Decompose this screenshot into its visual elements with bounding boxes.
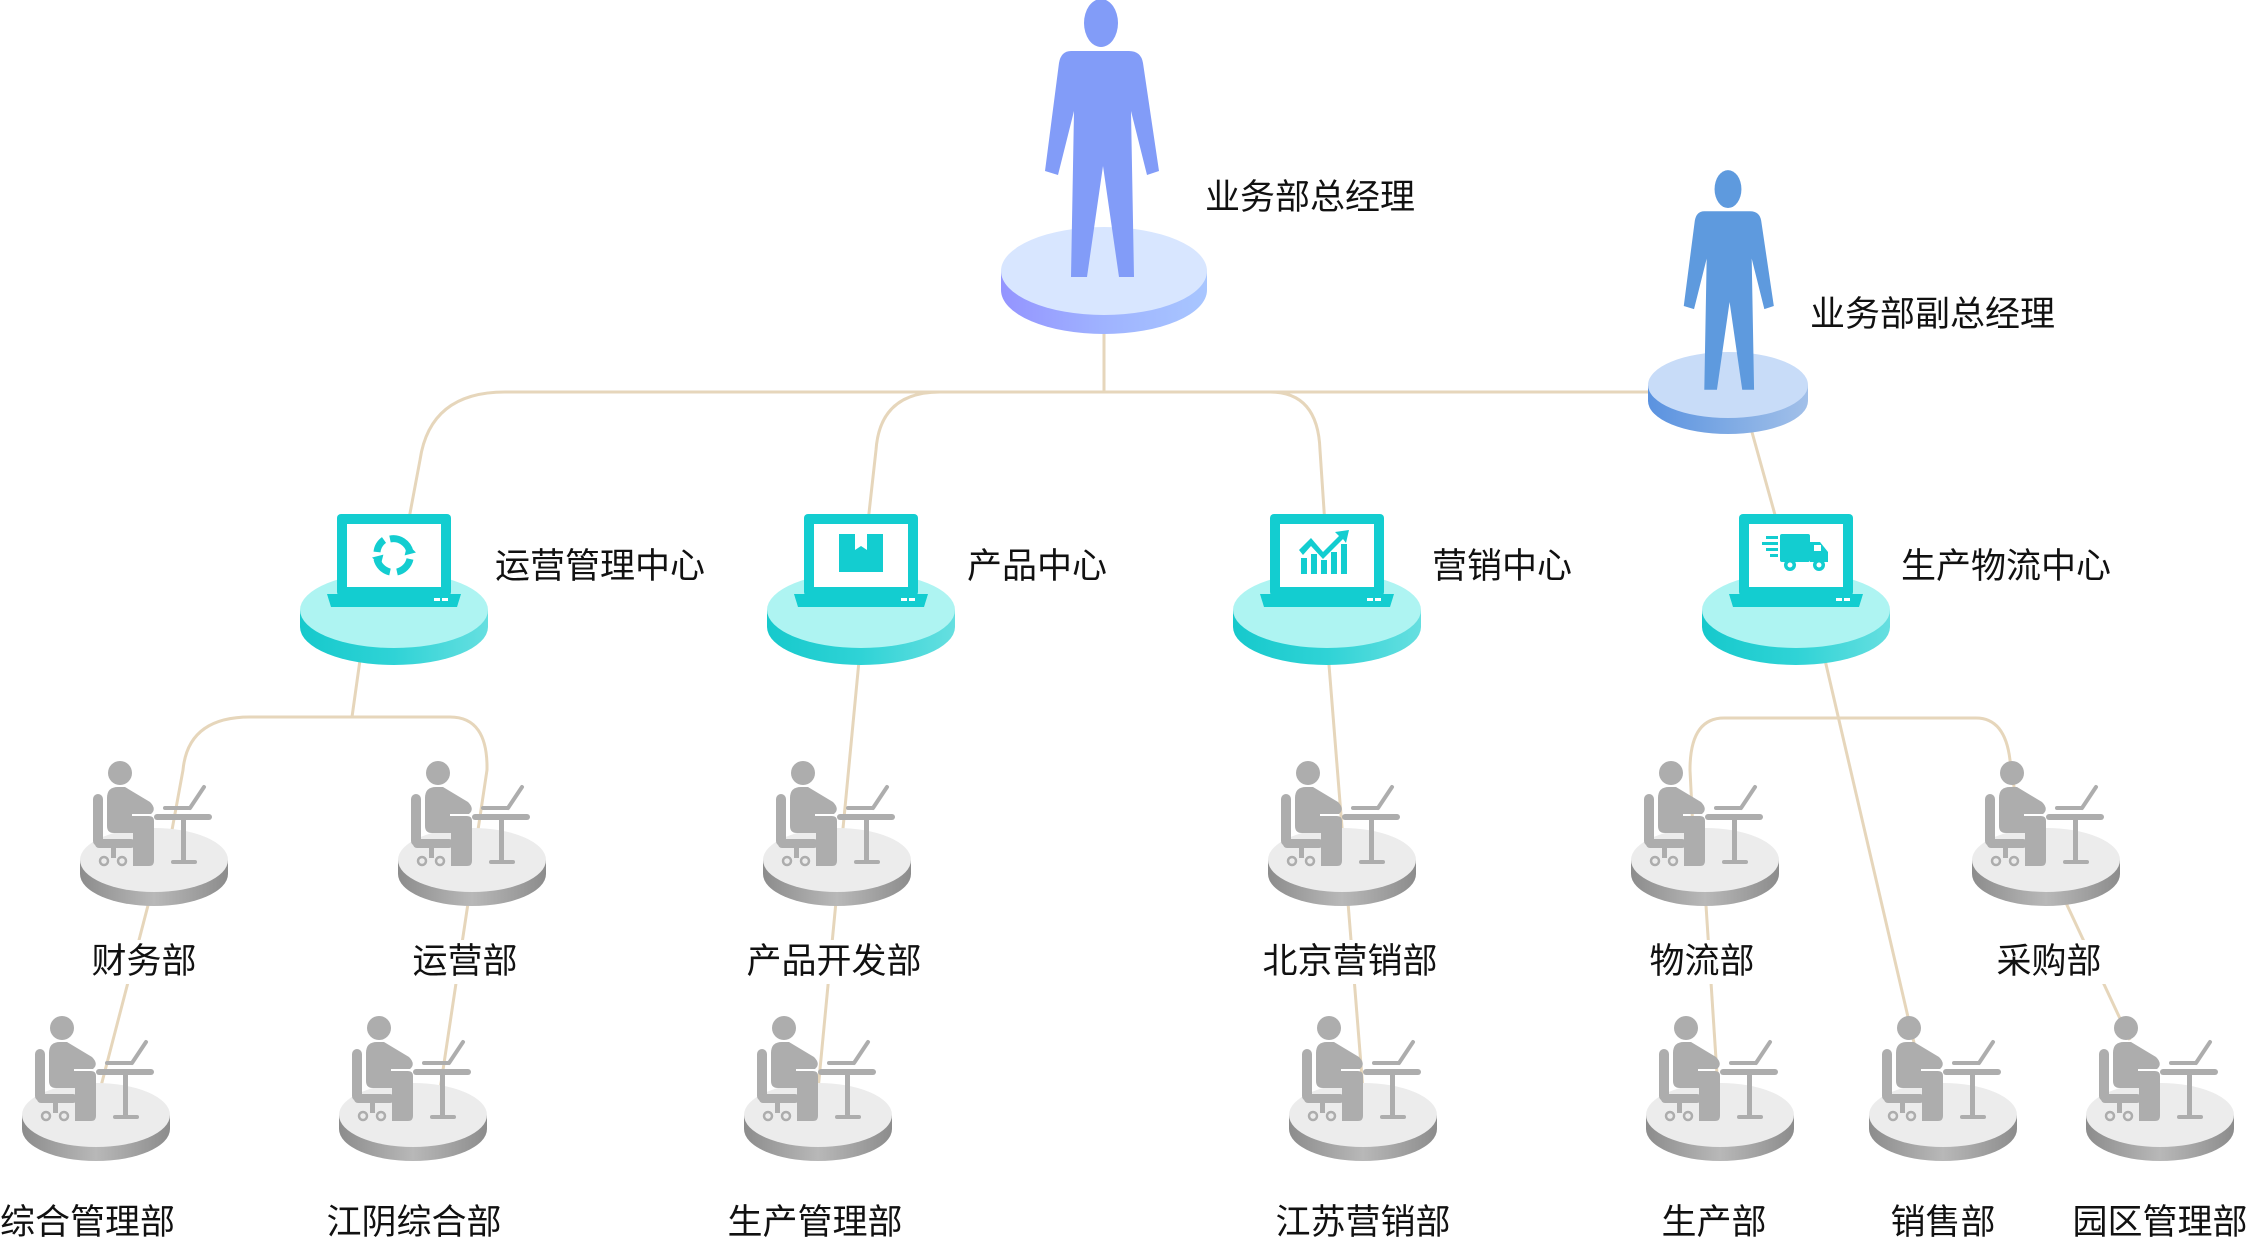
connector-logistics-to-sales bbox=[1823, 659, 1920, 1061]
desk-worker-icon bbox=[20, 1014, 172, 1163]
department-node-general-admin[interactable] bbox=[20, 1014, 172, 1163]
department-label-production: 生产部 bbox=[1655, 1201, 1773, 1240]
department-node-operations[interactable] bbox=[396, 759, 548, 908]
delivery-truck-icon bbox=[1762, 534, 1828, 571]
department-label-production-mgmt: 生产管理部 bbox=[721, 1201, 909, 1240]
desk-worker-icon bbox=[1287, 1014, 1439, 1163]
department-label-logistics: 物流部 bbox=[1643, 940, 1761, 984]
center-label-operations: 运营管理中心 bbox=[489, 545, 712, 589]
disc-top bbox=[1001, 227, 1207, 315]
department-node-jiangsu-marketing[interactable] bbox=[1287, 1014, 1439, 1163]
desk-worker-icon bbox=[1970, 759, 2122, 908]
department-label-beijing-marketing: 北京营销部 bbox=[1256, 940, 1444, 984]
department-node-product-dev[interactable] bbox=[761, 759, 913, 908]
connector-operations-down bbox=[350, 659, 362, 718]
department-node-purchasing[interactable] bbox=[1970, 759, 2122, 908]
center-label-product: 产品中心 bbox=[961, 545, 1114, 589]
department-node-production[interactable] bbox=[1644, 1014, 1796, 1163]
desk-worker-icon bbox=[1266, 759, 1418, 908]
box-icon bbox=[839, 534, 883, 572]
desk-worker-icon bbox=[337, 1014, 489, 1163]
general-manager-node[interactable] bbox=[1001, 0, 1207, 334]
deputy-manager-label: 业务部副总经理 bbox=[1804, 293, 2062, 337]
center-node-operations[interactable] bbox=[300, 514, 488, 665]
desk-worker-icon bbox=[1867, 1014, 2019, 1163]
connector-logistics-to-production bbox=[1703, 889, 1720, 1091]
connector-finance-to-admin bbox=[98, 889, 154, 1091]
cycle-arrows-icon bbox=[372, 535, 416, 576]
connector-lines bbox=[98, 330, 2132, 1091]
department-label-park-mgmt: 园区管理部 bbox=[2066, 1201, 2254, 1240]
department-node-jiangyin[interactable] bbox=[337, 1014, 489, 1163]
desk-worker-icon bbox=[761, 759, 913, 908]
center-label-marketing: 营销中心 bbox=[1426, 545, 1579, 589]
desk-worker-icon bbox=[78, 759, 230, 908]
department-node-beijing-marketing[interactable] bbox=[1266, 759, 1418, 908]
connector-to-purchasing bbox=[1975, 716, 2018, 801]
connector-to-product bbox=[864, 390, 941, 541]
center-label-logistics: 生产物流中心 bbox=[1895, 545, 2118, 589]
desk-worker-icon bbox=[1644, 1014, 1796, 1163]
desk-worker-icon bbox=[1629, 759, 1781, 908]
connector-ops-to-jiangyin bbox=[438, 889, 472, 1091]
center-node-logistics[interactable] bbox=[1702, 514, 1890, 665]
connector-to-marketing bbox=[1269, 390, 1328, 541]
center-node-product[interactable] bbox=[767, 514, 955, 665]
person-icon bbox=[1045, 0, 1159, 277]
disc-top bbox=[1648, 352, 1808, 418]
deputy-manager-node[interactable] bbox=[1648, 170, 1808, 434]
department-label-general-admin: 综合管理部 bbox=[0, 1201, 182, 1240]
department-label-sales: 销售部 bbox=[1884, 1201, 2002, 1240]
connector-to-finance bbox=[170, 715, 251, 831]
general-manager-label: 业务部总经理 bbox=[1199, 176, 1422, 220]
department-node-production-mgmt[interactable] bbox=[742, 1014, 894, 1163]
department-label-jiangsu-marketing: 江苏营销部 bbox=[1269, 1201, 1457, 1240]
department-node-finance[interactable] bbox=[78, 759, 230, 908]
department-label-purchasing: 采购部 bbox=[1990, 940, 2108, 984]
connector-to-logistics-dept bbox=[1688, 716, 1725, 831]
growth-chart-icon bbox=[1299, 530, 1349, 574]
department-label-product-dev: 产品开发部 bbox=[740, 940, 928, 984]
department-node-logistics[interactable] bbox=[1629, 759, 1781, 908]
desk-worker-icon bbox=[396, 759, 548, 908]
department-label-jiangyin: 江阴综合部 bbox=[320, 1201, 508, 1240]
desk-worker-icon bbox=[2084, 1014, 2236, 1163]
connector-to-ops-dept bbox=[449, 715, 489, 831]
desk-worker-icon bbox=[742, 1014, 894, 1163]
department-node-sales[interactable] bbox=[1867, 1014, 2019, 1163]
person-icon bbox=[1683, 170, 1774, 390]
department-node-park-mgmt[interactable] bbox=[2084, 1014, 2236, 1163]
center-node-marketing[interactable] bbox=[1233, 514, 1421, 665]
connector-to-operations bbox=[403, 390, 506, 541]
department-label-operations: 运营部 bbox=[406, 940, 524, 984]
department-label-finance: 财务部 bbox=[85, 940, 203, 984]
